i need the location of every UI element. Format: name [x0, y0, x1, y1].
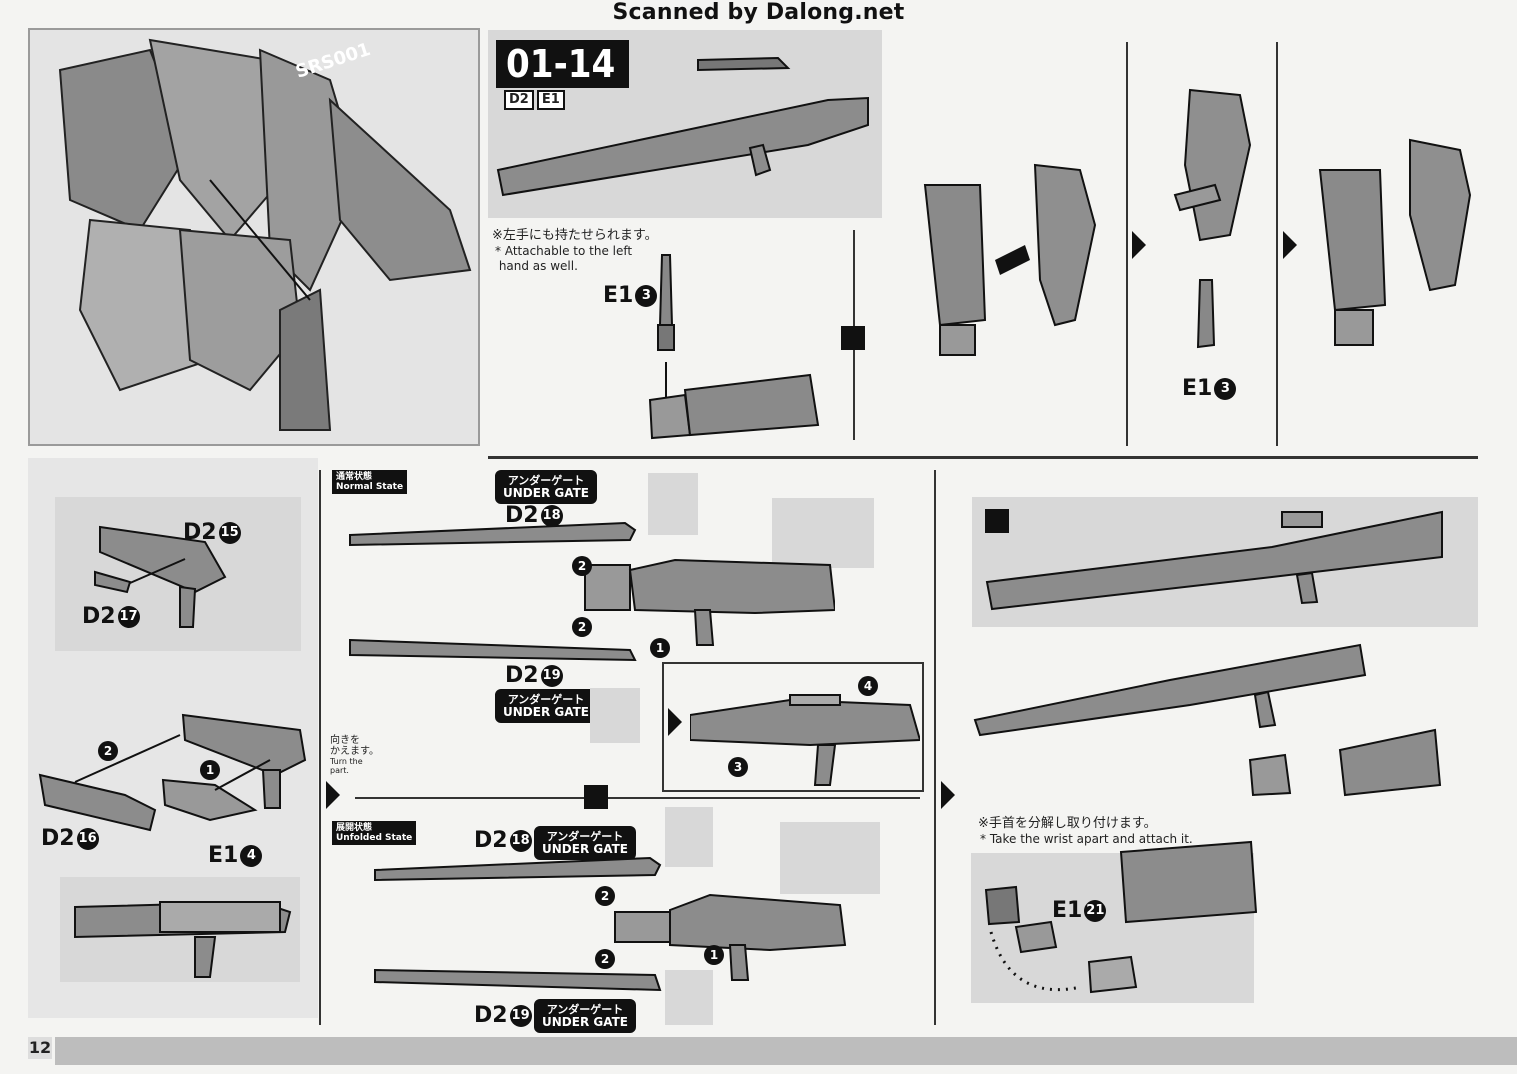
rifle-flip-illustration	[690, 694, 920, 786]
mobile-suit-overview-illustration: SRS001	[58, 38, 472, 431]
divider	[319, 470, 321, 1025]
step-bullet-2: 2	[572, 556, 592, 576]
wrist-detail-illustration	[984, 840, 1258, 994]
barrel-detail-2	[780, 822, 880, 894]
step-parts: D2 E1	[504, 90, 565, 110]
hand-knife-illustration	[648, 254, 820, 440]
step-bullet-1: 1	[650, 638, 670, 658]
arm-shield-illustration-1	[923, 163, 1097, 356]
wrist-note-jp: ※手首を分解し取り付けます。	[978, 816, 1157, 831]
gate-detail-3	[665, 807, 713, 867]
step-bullet-2: 2	[98, 741, 118, 761]
completed-rifle-unfolded	[985, 510, 1443, 611]
turn-note-jp: 向きを かえます。	[330, 735, 379, 757]
step-sub-box	[662, 662, 924, 792]
next-step-arrow	[326, 781, 340, 809]
barrel-detail-1	[772, 498, 874, 568]
rifle-subassembly-illustration	[38, 713, 307, 832]
step-number: 01-14	[496, 40, 630, 88]
view-angle-icon	[985, 509, 1009, 533]
turn-note-en: Turn the part.	[330, 757, 363, 775]
view-angle-icon	[841, 326, 865, 350]
arm-attached-illustration	[1318, 138, 1472, 346]
rifle-body	[496, 96, 869, 197]
gate-detail-4	[665, 970, 713, 1025]
gate-detail-1	[648, 473, 698, 535]
hand-rifle-attach-illustration	[1248, 728, 1442, 797]
footer-bar	[55, 1037, 1517, 1065]
knife-part	[697, 56, 791, 72]
step-bullet-1: 1	[200, 760, 220, 780]
left-hand-note-jp: ※左手にも持たせられます。	[492, 228, 658, 243]
step-bullet-2: 2	[595, 949, 615, 969]
mobile-suit-overview-panel: SRS001	[28, 28, 480, 446]
next-step-arrow	[941, 781, 955, 809]
divider	[1126, 42, 1128, 446]
watermark: Scanned by Dalong.net	[612, 0, 905, 25]
unfolded-divider	[355, 797, 920, 799]
rifle-illustration-step	[496, 56, 869, 197]
next-step-arrow	[668, 708, 682, 736]
step-bullet-2: 2	[595, 886, 615, 906]
step-bullet-4: 4	[858, 676, 878, 696]
section-divider	[488, 456, 1478, 459]
unfolded-rifle-assembly	[374, 856, 847, 992]
part-tag-e1: E1	[536, 90, 565, 110]
gate-detail-2	[590, 688, 640, 743]
step-bullet-1: 1	[704, 945, 724, 965]
step-bullet-3: 3	[728, 757, 748, 777]
step-bullet-2: 2	[572, 617, 592, 637]
divider	[1276, 42, 1278, 446]
shield-open-illustration	[1173, 88, 1252, 349]
suit-marking: SRS001	[293, 39, 373, 83]
assembled-grip-illustration	[74, 900, 292, 978]
next-step-arrow	[1283, 231, 1297, 259]
left-hand-note-en: * Attachable to the left hand as well.	[495, 244, 633, 273]
rifle-grip	[748, 143, 772, 177]
page-number: 12	[28, 1037, 52, 1059]
next-step-arrow	[1132, 231, 1146, 259]
completed-rifle-folded	[973, 643, 1367, 737]
normal-rifle-assembly	[349, 521, 835, 662]
divider	[934, 470, 936, 1025]
wrist-note-en: * Take the wrist apart and attach it.	[980, 832, 1193, 846]
view-angle-icon	[584, 785, 608, 809]
grip-parts-illustration	[94, 525, 227, 628]
part-tag-d2: D2	[504, 90, 534, 110]
